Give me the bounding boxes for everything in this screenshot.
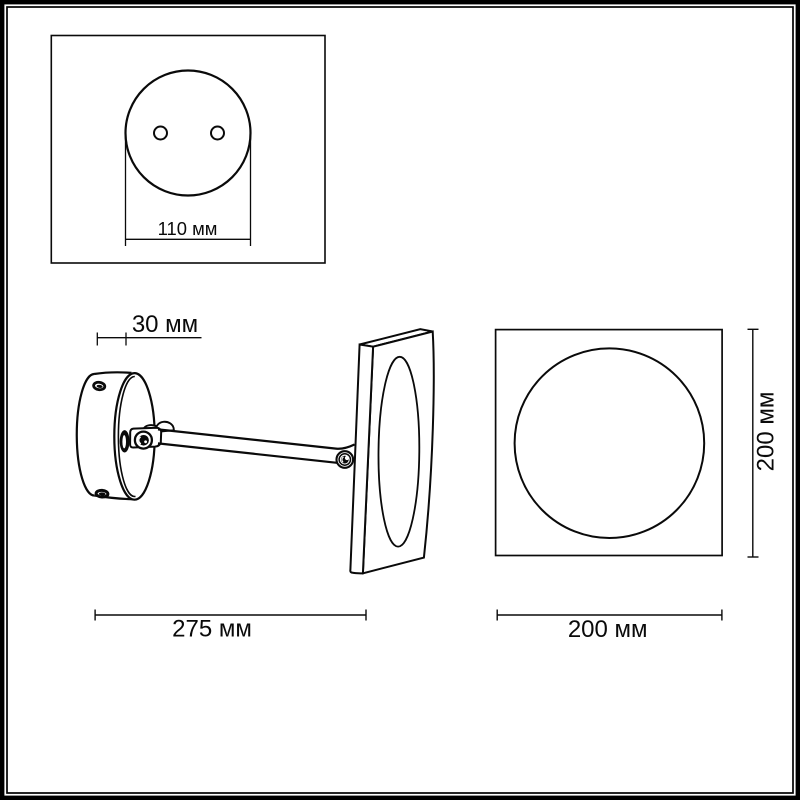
svg-text:275 мм: 275 мм: [172, 616, 252, 643]
svg-text:30 мм: 30 мм: [132, 311, 198, 338]
svg-text:200 мм: 200 мм: [568, 616, 648, 643]
svg-text:110 мм: 110 мм: [158, 218, 218, 239]
svg-text:200 мм: 200 мм: [753, 392, 780, 472]
